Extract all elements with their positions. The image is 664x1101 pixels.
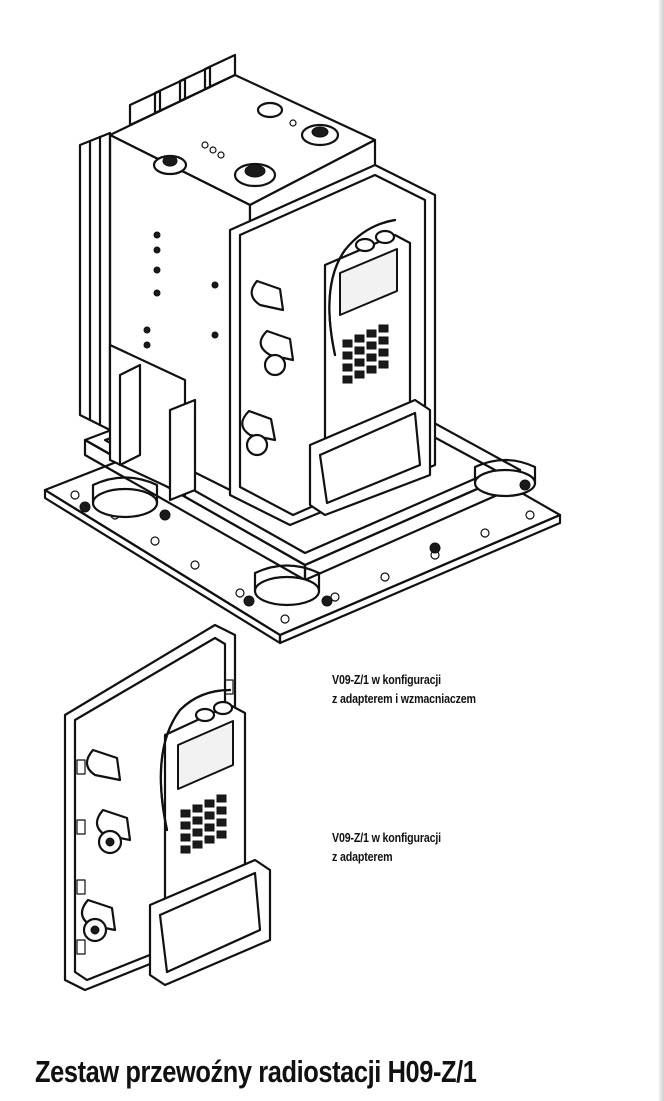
radio-with-adapter-and-amplifier-illustration xyxy=(43,53,562,645)
bottom-figure-caption: V09-Z/1 w konfiguracji z adapterem xyxy=(332,828,441,866)
top-caption-line-1: V09-Z/1 w konfiguracji xyxy=(332,672,441,687)
top-figure-caption: V09-Z/1 w konfiguracji z adapterem i wzm… xyxy=(332,670,476,708)
section-heading: Zestaw przewoźny radiostacji H09-Z/1 xyxy=(35,1054,477,1089)
top-caption-line-2: z adapterem i wzmacniaczem xyxy=(332,691,476,706)
page-edge-shadow xyxy=(658,0,664,1101)
radio-with-adapter-illustration xyxy=(63,623,272,992)
bottom-caption-line-1: V09-Z/1 w konfiguracji xyxy=(332,830,441,845)
bottom-caption-line-2: z adapterem xyxy=(332,849,393,864)
